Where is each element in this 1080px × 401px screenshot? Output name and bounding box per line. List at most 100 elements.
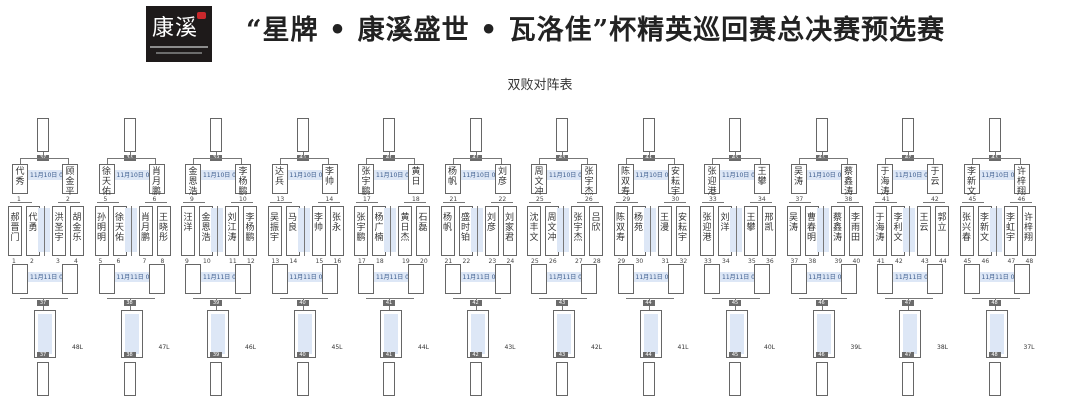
- final-seat: [123, 118, 136, 152]
- bracket-line: [452, 158, 454, 164]
- first-round-seat: 张宇杰: [571, 206, 585, 256]
- player-name: 周文冲: [547, 213, 557, 243]
- bracket-line: [539, 298, 587, 299]
- bottom-number-tag: 44: [642, 300, 655, 306]
- bracket-line: [106, 298, 155, 299]
- player-name: 安耘宇: [677, 213, 687, 243]
- seat-number: 32: [679, 258, 688, 265]
- loser-number-tag: 41: [383, 352, 395, 358]
- first-round-seat: 杨广楠: [372, 206, 386, 256]
- seat-number: 38: [844, 196, 853, 203]
- bracket-line: [129, 152, 131, 158]
- player-name: 李虹宇: [1005, 213, 1015, 243]
- bracket-line: [106, 158, 155, 159]
- bracket-line: [10, 202, 32, 203]
- first-round-seat: 刘彦: [484, 206, 499, 256]
- lower-seat: [235, 264, 251, 294]
- bracket-line: [760, 158, 761, 164]
- bracket-line: [404, 202, 426, 203]
- bracket-line: [193, 298, 241, 299]
- final-bottom-seat: [123, 362, 136, 396]
- bracket-line: [798, 298, 847, 299]
- loser-number-tag: 46: [815, 352, 828, 358]
- bracket-line: [663, 202, 686, 203]
- player-name: 马良: [287, 213, 297, 233]
- bracket-line: [183, 202, 205, 203]
- first-round-seat: 黄日杰: [398, 206, 412, 256]
- match-time-highlight: [201, 272, 235, 282]
- first-round-seat: 王漫: [657, 206, 672, 256]
- player-name: 杨帆: [442, 213, 452, 233]
- bracket-line: [366, 158, 367, 164]
- seat-number: 22: [498, 196, 507, 203]
- match-time-highlight: [460, 170, 495, 180]
- loser-number-tag: 47: [902, 352, 914, 358]
- seat-number: 31: [661, 258, 670, 265]
- score-highlight: [903, 314, 917, 354]
- seat-number: 11: [229, 258, 237, 265]
- logo-tagline-mark-2: [156, 52, 202, 54]
- bracket-line: [366, 158, 414, 159]
- bracket-block: 4711月10日 00于海涛41于云42于海涛41李利文42王云43郭立4411…: [873, 0, 953, 401]
- player-name: 曹春明: [806, 213, 816, 243]
- seat-number: 25: [536, 196, 544, 203]
- final-seat: [469, 118, 482, 152]
- upper-seat: 张宇杰: [581, 164, 597, 197]
- upper-seat: 蔡鑫涛: [840, 164, 857, 197]
- bracket-line: [885, 158, 933, 159]
- bracket-line: [539, 158, 540, 164]
- player-name: 张迎港: [702, 213, 712, 243]
- loser-tag-label: 47L: [158, 344, 170, 351]
- bracket-line: [216, 152, 217, 158]
- seat-number: 47: [1007, 258, 1016, 265]
- first-round-seat: 王晓彤: [156, 206, 171, 256]
- player-name: 张迎港: [707, 167, 717, 197]
- bracket-line: [615, 202, 638, 203]
- seat-number: 21: [449, 196, 458, 203]
- seat-number: 25: [531, 258, 539, 265]
- first-round-seat: 杨帆: [440, 206, 455, 256]
- bottom-number-tag: 47: [902, 300, 914, 306]
- player-name: 沈丰文: [529, 213, 539, 243]
- bracket-line: [750, 202, 772, 203]
- lower-seat: [444, 264, 461, 294]
- loser-tag-label: 46L: [245, 344, 256, 351]
- lower-seat: [321, 264, 338, 294]
- bracket-line: [875, 202, 897, 203]
- first-round-seat: 吴振宇: [267, 206, 282, 256]
- loser-number-tag: 43: [556, 352, 568, 358]
- bracket-line: [130, 206, 132, 256]
- player-name: 于云: [930, 167, 940, 187]
- score-highlight: [643, 314, 658, 354]
- score-highlight: [557, 314, 571, 354]
- seat-number: 44: [939, 258, 947, 265]
- bottom-number-tag: 43: [556, 300, 568, 306]
- player-name: 陈双寿: [620, 167, 630, 197]
- player-name: 金恩浩: [201, 213, 211, 243]
- bracket-block: 4811月10日 00李新文45许梓翔46张兴春45李新文46李虹宇47许梓翔4…: [959, 0, 1040, 401]
- bracket-line: [788, 202, 811, 203]
- player-name: 刘家君: [504, 213, 514, 243]
- bracket-line: [414, 158, 415, 164]
- bracket-line: [20, 298, 68, 299]
- bracket-line: [1009, 202, 1032, 203]
- seat-number: 21: [444, 258, 453, 265]
- lower-seat: [667, 264, 684, 294]
- player-name: 徐天佑: [114, 213, 124, 243]
- first-round-seat: 胡金乐: [70, 206, 84, 256]
- seat-number: 10: [203, 258, 211, 265]
- player-name: 杨苑: [633, 213, 643, 233]
- seat-number: 38: [808, 258, 817, 265]
- final-bottom-seat: [556, 362, 568, 396]
- seat-number: 13: [271, 258, 280, 265]
- bracket-line: [625, 158, 627, 164]
- first-round-seat: 许梓翔: [1021, 206, 1036, 256]
- player-name: 代勇: [28, 213, 38, 233]
- bracket-line: [909, 206, 910, 256]
- match-time-bottom: 11月11日 00: [289, 274, 327, 281]
- first-round-seat: 曹春明: [804, 206, 819, 256]
- bracket-line: [885, 298, 933, 299]
- player-name: 王攀: [746, 213, 756, 233]
- loser-number-tag: 38: [123, 352, 136, 358]
- bracket-line: [366, 298, 414, 299]
